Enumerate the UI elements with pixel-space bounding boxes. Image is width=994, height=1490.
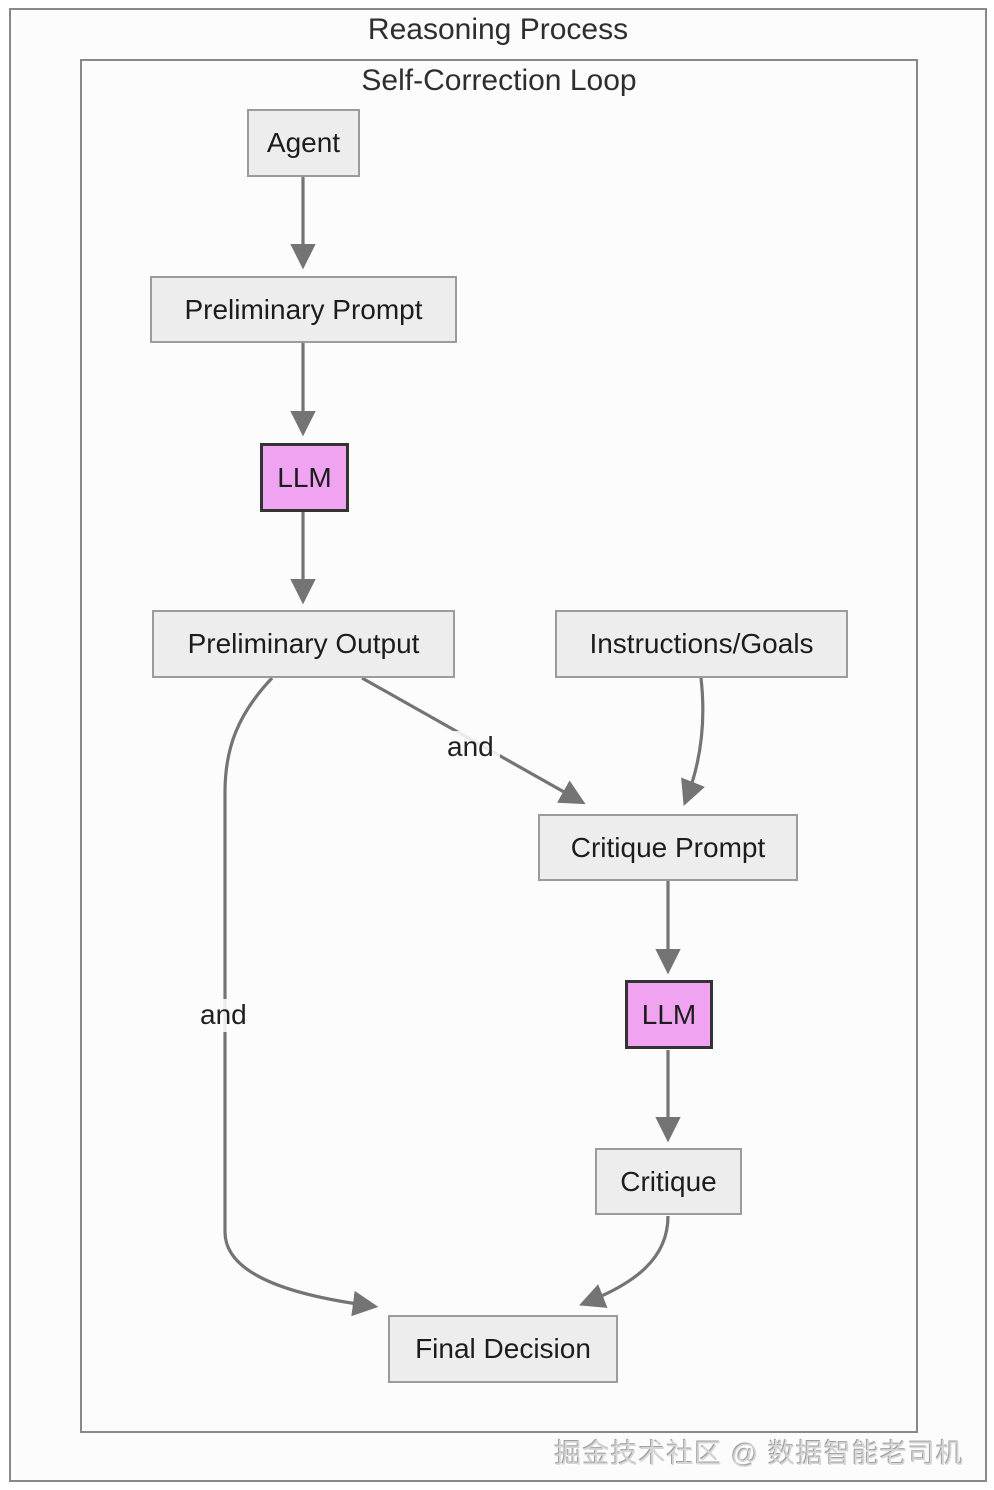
diagram-title: Reasoning Process <box>367 13 629 46</box>
subgraph-frame-self-correction-loop <box>80 59 918 1433</box>
node-critique: Critique <box>595 1148 742 1215</box>
subgraph-title: Self-Correction Loop <box>361 64 637 97</box>
node-critique-prompt: Critique Prompt <box>538 814 798 881</box>
node-llm-1: LLM <box>260 443 349 512</box>
node-llm-2: LLM <box>625 980 713 1049</box>
edge-label-and-left: and <box>194 999 253 1032</box>
node-preliminary-prompt: Preliminary Prompt <box>150 276 457 343</box>
node-instructions-goals: Instructions/Goals <box>555 610 848 678</box>
node-preliminary-output: Preliminary Output <box>152 610 455 678</box>
watermark-text: 掘金技术社区 @ 数据智能老司机 <box>554 1439 964 1469</box>
node-final-decision: Final Decision <box>388 1315 618 1383</box>
edge-label-and-right: and <box>441 731 500 764</box>
node-agent: Agent <box>247 109 360 177</box>
